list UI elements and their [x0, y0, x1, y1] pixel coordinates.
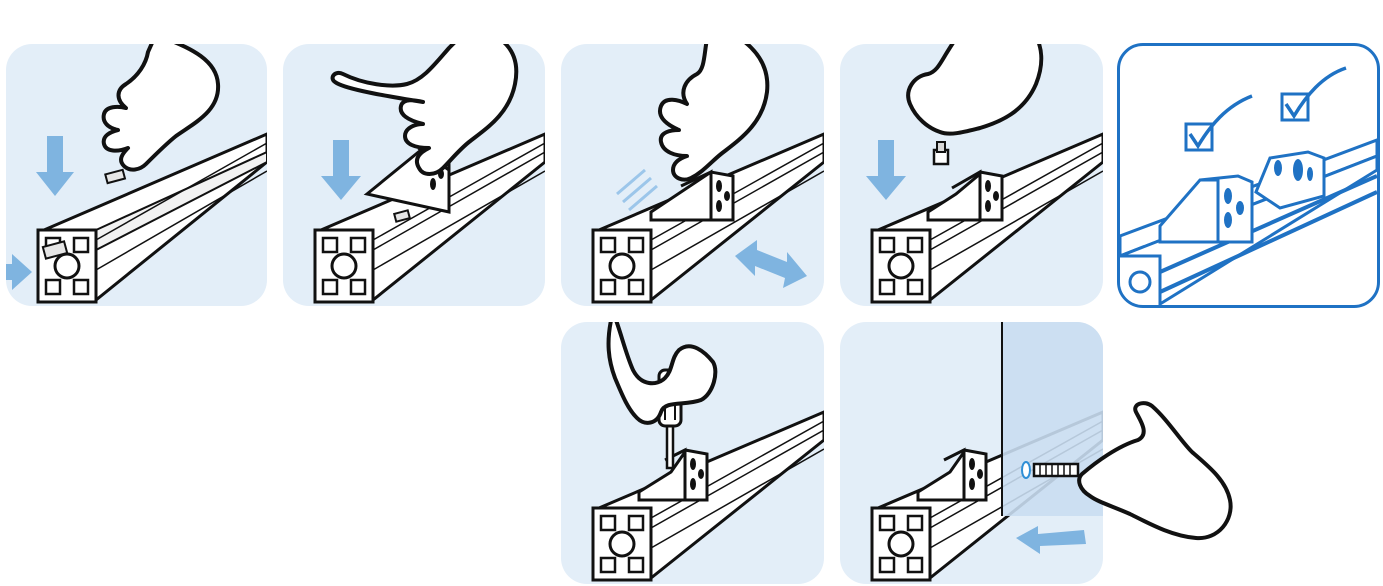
step-7-panel: [840, 322, 1103, 584]
slide-arrow-icon: [735, 240, 807, 288]
down-arrow-icon: [36, 136, 74, 196]
glass-panel-icon: [1002, 322, 1103, 516]
right-arrow-icon: [6, 254, 32, 290]
step-1-panel: [6, 44, 267, 306]
step-5-result-panel: [1117, 43, 1380, 308]
step-7-illustration: [840, 322, 1103, 584]
angle-bracket-icon: [1256, 152, 1324, 208]
step-6-panel: [561, 322, 824, 584]
hand-icon: [104, 44, 219, 170]
motion-lines-icon: [617, 170, 657, 210]
angle-bracket-icon: [918, 450, 986, 500]
left-arrow-icon: [1016, 526, 1086, 554]
down-arrow-icon: [866, 140, 906, 200]
check-box-icon: [1186, 96, 1252, 150]
angle-bracket-icon: [928, 172, 1002, 220]
step-2-illustration: [283, 44, 545, 306]
step-1-illustration: [6, 44, 267, 306]
step-5-illustration: [1120, 46, 1377, 305]
step-3-panel: [561, 44, 824, 306]
step-4-panel: [840, 44, 1103, 306]
hand-icon: [660, 44, 767, 180]
hand-icon: [908, 44, 1041, 134]
step-6-illustration: [561, 322, 824, 584]
down-arrow-icon: [321, 140, 361, 200]
step-2-panel: [283, 44, 545, 306]
check-box-icon: [1282, 68, 1346, 120]
angle-bracket-icon: [1160, 176, 1252, 242]
screw-icon: [934, 142, 948, 164]
step-3-illustration: [561, 44, 824, 306]
hand-icon: [333, 44, 517, 174]
step-4-illustration: [840, 44, 1103, 306]
